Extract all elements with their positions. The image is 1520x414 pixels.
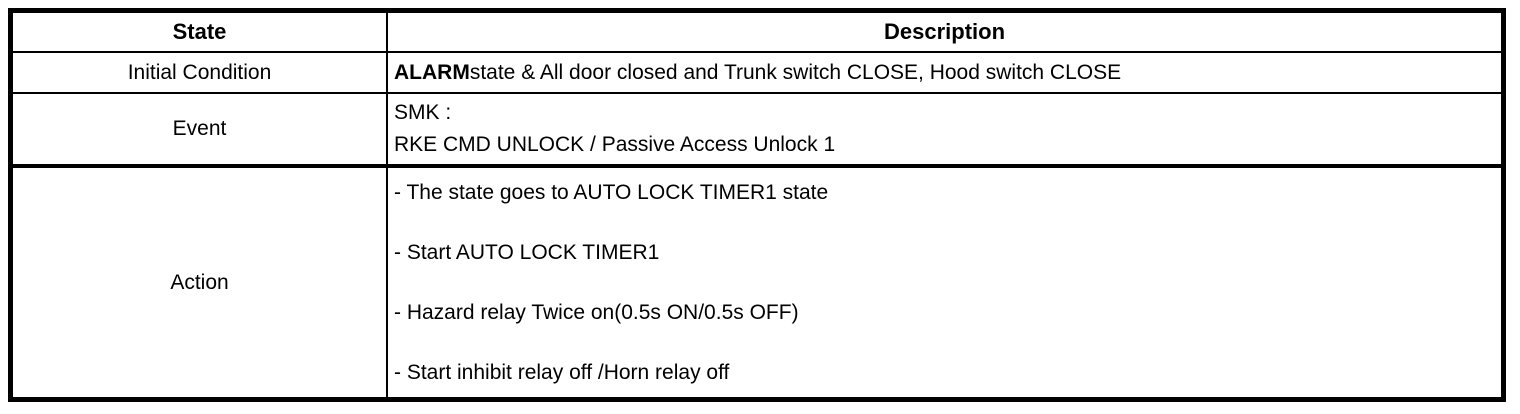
action-description: - The state goes to AUTO LOCK TIMER1 sta… — [386, 165, 1501, 397]
initial-condition-text: state & All door closed and Trunk switch… — [469, 60, 1122, 84]
event-description: SMK : RKE CMD UNLOCK / Passive Access Un… — [386, 92, 1501, 168]
row-label-initial-condition: Initial Condition — [13, 51, 388, 94]
row-label-event: Event — [13, 92, 388, 168]
spec-table: State Description Initial Condition ALAR… — [13, 13, 1501, 397]
table-row: Initial Condition ALARMstate & All door … — [13, 51, 1501, 94]
action-item: - Hazard relay Twice on(0.5s ON/0.5s OFF… — [394, 300, 799, 324]
row-label-action: Action — [13, 165, 388, 397]
table-header-row: State Description — [13, 13, 1501, 53]
table-row: Event SMK : RKE CMD UNLOCK / Passive Acc… — [13, 92, 1501, 168]
action-item: - Start AUTO LOCK TIMER1 — [394, 240, 660, 264]
action-item: - Start inhibit relay off /Horn relay of… — [394, 360, 730, 384]
state-description-table: State Description Initial Condition ALAR… — [8, 8, 1506, 402]
event-line-rke: RKE CMD UNLOCK / Passive Access Unlock 1 — [394, 133, 836, 156]
initial-condition-description: ALARMstate & All door closed and Trunk s… — [386, 51, 1501, 94]
column-header-state: State — [13, 13, 388, 53]
event-line-smk: SMK : — [394, 101, 452, 124]
action-item: - The state goes to AUTO LOCK TIMER1 sta… — [394, 180, 829, 204]
alarm-keyword: ALARM — [394, 60, 470, 84]
column-header-description: Description — [386, 13, 1501, 53]
table-row: Action - The state goes to AUTO LOCK TIM… — [13, 165, 1501, 397]
